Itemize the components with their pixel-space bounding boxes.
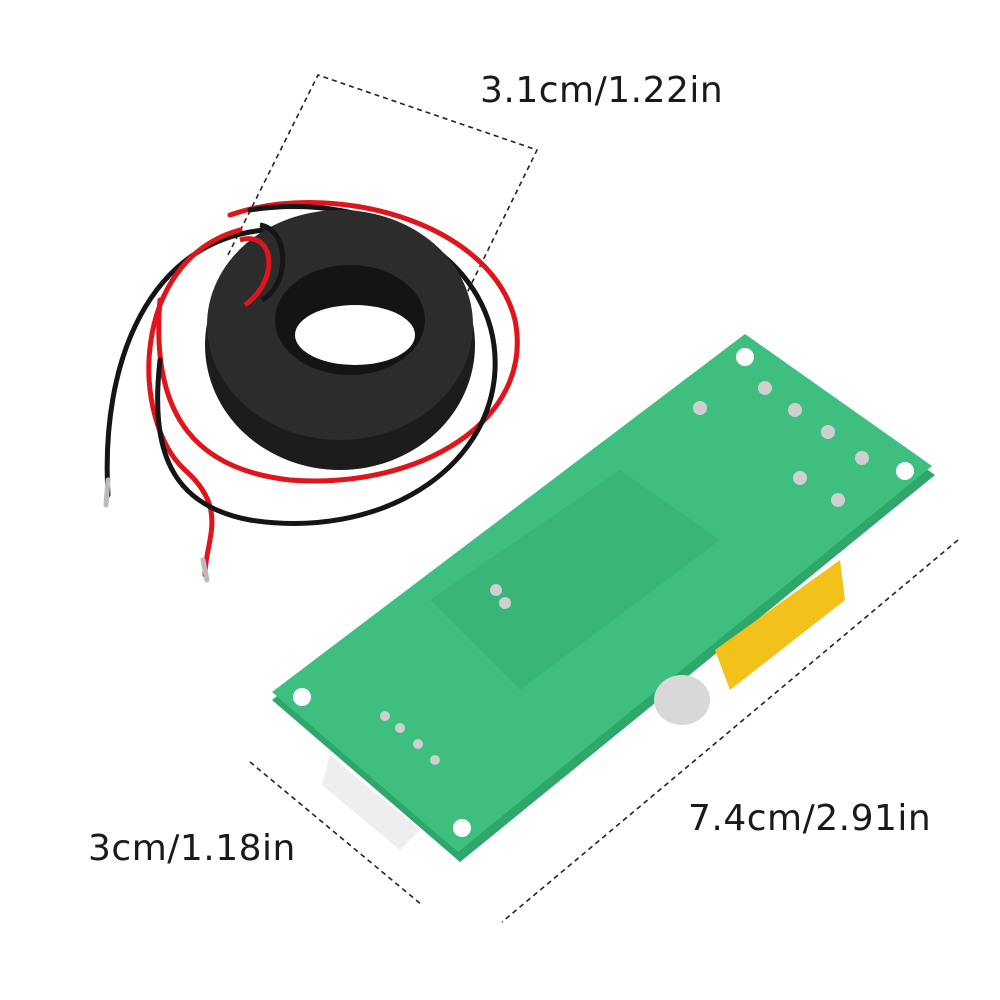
connector xyxy=(322,755,420,850)
current-transformer xyxy=(205,210,475,470)
ct-diameter-label: 3.1cm/1.22in xyxy=(480,70,724,111)
board-length-label: 7.4cm/2.91in xyxy=(688,798,932,839)
relay xyxy=(715,560,845,690)
width-dimension-line xyxy=(249,761,423,906)
board-width-label: 3cm/1.18in xyxy=(88,828,296,869)
pcb-board xyxy=(272,334,935,862)
ct-dimension-line xyxy=(227,74,539,349)
dimension-lines xyxy=(227,74,959,923)
length-dimension-line xyxy=(501,539,959,923)
capacitor xyxy=(654,675,710,725)
